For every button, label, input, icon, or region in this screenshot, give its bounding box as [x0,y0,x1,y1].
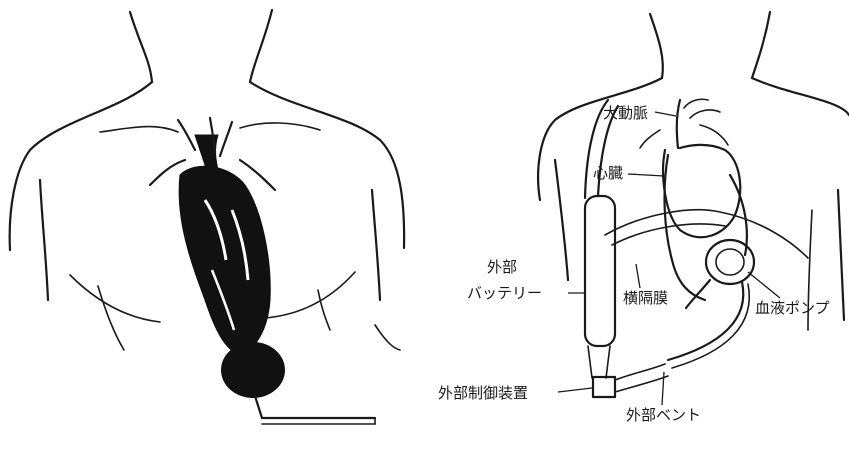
label-external-line1-text: 外部 [487,258,517,276]
label-external-controller-text: 外部制御装置 [438,384,528,402]
right-torso-illustration [538,12,849,397]
label-external-vent-text: 外部ベント [626,406,701,424]
label-diaphragm-text: 横隔膜 [623,289,668,307]
label-diaphragm: 横隔膜 [623,264,668,307]
left-torso-illustration [10,10,404,424]
label-external-vent: 外部ベント [626,372,701,424]
label-external-controller: 外部制御装置 [438,384,592,402]
label-blood-pump: 血液ポンプ [748,272,830,317]
label-aorta-text: 大動脈 [603,104,648,122]
label-aorta: 大動脈 [603,104,676,122]
label-heart: 心臓 [593,164,664,182]
label-battery-text: バッテリー [467,284,542,302]
label-heart-text: 心臓 [593,164,623,182]
label-blood-pump-text: 血液ポンプ [755,299,830,317]
